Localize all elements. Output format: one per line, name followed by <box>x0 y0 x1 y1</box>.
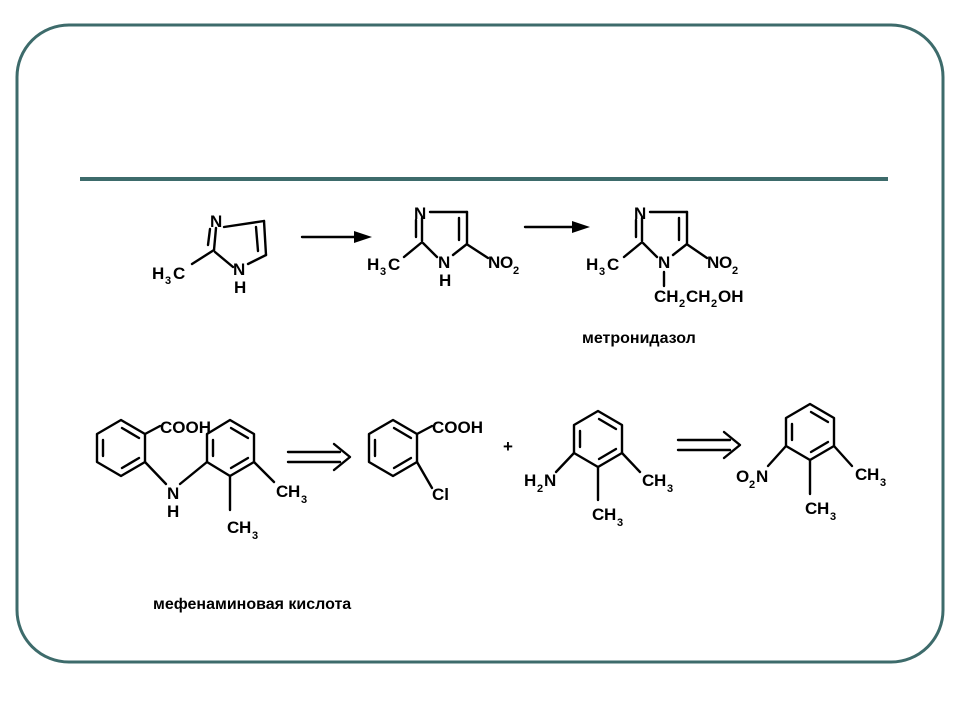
molecule-2-methylimidazole: N N H H 3 C <box>152 212 268 297</box>
atom-n: N <box>634 204 646 223</box>
group-ch: CH <box>686 287 711 306</box>
atom-c: C <box>592 505 604 524</box>
atom-h: H <box>439 271 451 290</box>
atom-h: H <box>654 471 666 490</box>
group-cooh: COOH <box>160 418 211 437</box>
atom-n: N <box>658 253 670 272</box>
subscript: 3 <box>301 494 307 506</box>
atom-n: N <box>414 204 426 223</box>
reaction-arrow <box>523 221 590 233</box>
atom-c: C <box>276 482 288 501</box>
plus-sign: + <box>503 437 513 456</box>
atom-n: N <box>438 253 450 272</box>
atom-n: N <box>544 471 556 490</box>
atom-c: C <box>607 255 619 274</box>
group-oh: OH <box>718 287 744 306</box>
atom-h: H <box>288 482 300 501</box>
mefenamic-acid-caption: мефенаминовая кислота <box>153 596 351 613</box>
atom-h: H <box>167 502 179 521</box>
retrosynthesis-arrow <box>286 442 352 472</box>
group-cooh: COOH <box>432 418 483 437</box>
molecule-2-3-dimethylaniline: H 2 N C H 3 C H 3 <box>524 409 673 529</box>
subscript: 3 <box>599 266 605 278</box>
atom-n: N <box>707 253 719 272</box>
subscript: 3 <box>830 511 836 523</box>
atom-n: N <box>488 253 500 272</box>
atom-h: H <box>524 471 536 490</box>
slide-frame <box>15 23 945 664</box>
molecule-2-3-dimethylnitrobenzene: O 2 N C H 3 C H 3 <box>736 402 886 523</box>
metronidazole-caption: метронидазол <box>582 330 696 347</box>
atom-h: H <box>152 264 164 283</box>
subscript: 3 <box>880 477 886 489</box>
molecule-mefenamic-acid: COOH N H C H 3 C H 3 <box>95 418 307 542</box>
atom-c: C <box>227 518 239 537</box>
subscript: 2 <box>749 479 755 491</box>
molecule-2-methyl-5-nitroimidazole: N N H H 3 C N O 2 <box>367 204 519 290</box>
atom-h: H <box>234 278 246 297</box>
atom-o: O <box>719 253 732 272</box>
subscript: 3 <box>617 517 623 529</box>
atom-o: O <box>500 253 513 272</box>
atom-h: H <box>586 255 598 274</box>
subscript: 3 <box>252 530 258 542</box>
subscript: 2 <box>711 298 717 310</box>
atom-n: N <box>210 212 222 231</box>
subscript: 2 <box>537 483 543 495</box>
atom-c: C <box>855 465 867 484</box>
subscript: 3 <box>380 266 386 278</box>
atom-h: H <box>604 505 616 524</box>
atom-c: C <box>173 264 185 283</box>
atom-n: N <box>167 484 179 503</box>
subscript: 3 <box>667 483 673 495</box>
atom-c: C <box>388 255 400 274</box>
atom-o: O <box>736 467 749 486</box>
group-ch: CH <box>654 287 679 306</box>
atom-c: C <box>642 471 654 490</box>
subscript: 2 <box>732 265 738 277</box>
atom-n: N <box>756 467 768 486</box>
molecule-metronidazole: N N H 3 C N O 2 CH 2 CH 2 OH <box>586 204 744 310</box>
subscript: 3 <box>165 275 171 287</box>
atom-c: C <box>805 499 817 518</box>
subscript: 2 <box>679 298 685 310</box>
subscript: 2 <box>513 265 519 277</box>
atom-h: H <box>867 465 879 484</box>
atom-h: H <box>817 499 829 518</box>
atom-h: H <box>239 518 251 537</box>
molecule-2-chlorobenzoic-acid: COOH Cl <box>367 418 483 504</box>
retrosynthesis-arrow <box>676 430 742 460</box>
atom-cl: Cl <box>432 485 449 504</box>
atom-h: H <box>367 255 379 274</box>
atom-n: N <box>233 260 245 279</box>
reaction-arrow <box>300 231 372 243</box>
